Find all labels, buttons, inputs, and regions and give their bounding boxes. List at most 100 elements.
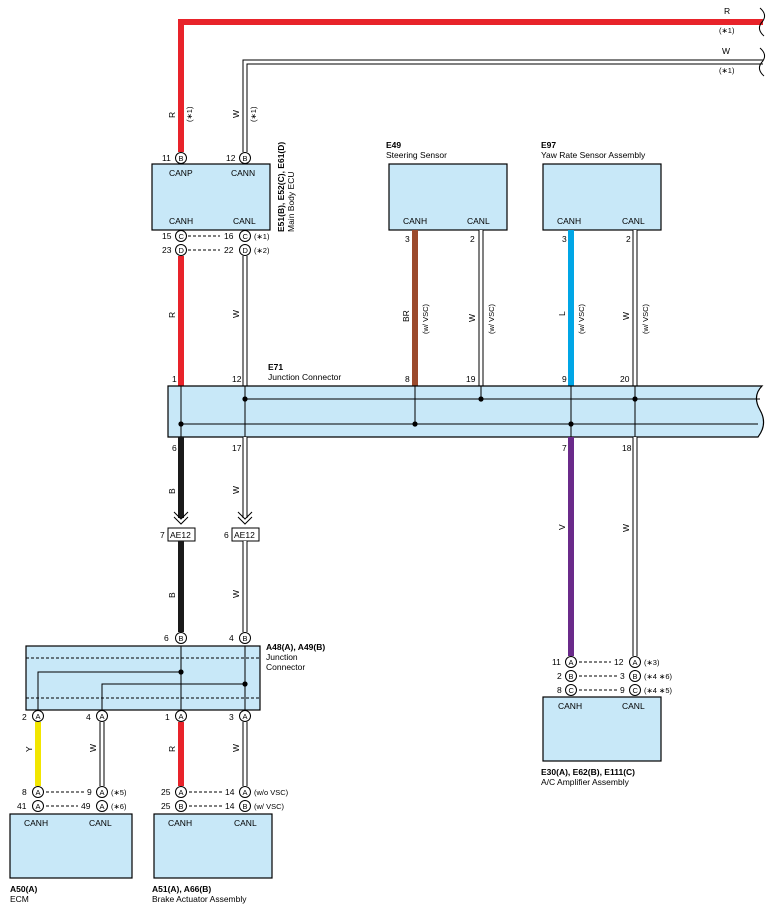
ac-pin-2: 2 <box>557 671 562 681</box>
e71-pin-19: 19 <box>466 374 476 384</box>
ecu-box <box>151 163 271 231</box>
a48-pin-4b-circle <box>96 710 108 722</box>
a48-pin-4b-letter: A <box>100 712 105 721</box>
e71-pin-6: 6 <box>172 443 177 453</box>
steering-wire-l-note: (w/ VSC) <box>487 303 496 334</box>
ac-pin-8-letter: C <box>569 686 575 695</box>
brake-pin-25a: 25 <box>161 787 171 797</box>
ecu-canl: CANL <box>233 216 256 226</box>
ecm-pin-41-letter: A <box>36 802 41 811</box>
ecu-pin-22-letter: D <box>243 246 249 255</box>
ecm-pin-9-circle <box>96 786 108 798</box>
wire-break-mark-top <box>758 7 766 37</box>
ae12-chevron-b <box>173 511 189 525</box>
yaw-wire-h-label: L <box>557 311 567 316</box>
steering-code: E49 <box>386 140 401 150</box>
a48-pin-1: 1 <box>165 712 170 722</box>
a48-pin-6-circle <box>175 632 187 644</box>
ecu-pin-11: 11 <box>162 153 171 163</box>
e71-node <box>412 421 418 427</box>
a48-pin-2-letter: A <box>36 712 41 721</box>
steering-pin-l: 2 <box>470 234 475 244</box>
a48-name-1: Junction <box>266 652 298 662</box>
brake-pin-25a-circle <box>175 786 187 798</box>
yaw-code: E97 <box>541 140 556 150</box>
steering-wire-l-label: W <box>467 314 477 322</box>
ecu-pin-16-letter: C <box>243 232 249 241</box>
e71-box <box>167 385 765 438</box>
e71-node <box>478 396 484 402</box>
a48-pin-6: 6 <box>164 633 169 643</box>
ecm-pin-8: 8 <box>22 787 27 797</box>
yaw-canl: CANL <box>622 216 645 226</box>
top-r-label: R <box>724 6 730 16</box>
brake-wire-l-label: W <box>231 744 241 752</box>
ae12-connector: 7 AE12 6 AE12 <box>160 511 260 542</box>
yaw-pin-l: 2 <box>626 234 631 244</box>
a48-bus-h <box>37 646 182 710</box>
a48-code: A48(A), A49(B) <box>266 642 325 652</box>
e71-pin-7: 7 <box>562 443 567 453</box>
brake-actuator: 25 A 14 A (w/o VSC) 25 B 14 B (w/ VSC) C… <box>152 786 289 904</box>
ecm: 8 A 9 A (∗5) 41 A 49 A (∗6) CANH CANL A5… <box>9 786 133 904</box>
brake-box <box>153 813 273 879</box>
ecu-wire-bottom-r: R <box>167 312 177 318</box>
ac-pin-9: 9 <box>620 685 625 695</box>
yaw-wire-l-label: W <box>621 312 631 320</box>
brake-pin-14b-circle <box>239 800 251 812</box>
ac-pin-2-circle <box>565 670 577 682</box>
brake-pin-25b-letter: B <box>179 802 184 811</box>
ac-wire-h-label: V <box>557 524 567 530</box>
ac-pin-3-letter: B <box>633 672 638 681</box>
ecu-pin-15-letter: C <box>179 232 185 241</box>
e71-pin-20: 20 <box>620 374 630 384</box>
ae12-wire-w-upper: W <box>231 486 241 494</box>
steering-sensor: E49 Steering Sensor CANH CANL 3 2 <box>386 140 508 244</box>
ac-pin-11-circle <box>565 656 577 668</box>
main-body-ecu: R (∗1) W (∗1) 11 B 12 B CANP CANN CANH C… <box>151 106 296 256</box>
top-white-wire <box>242 59 763 152</box>
a48-pin-4-letter: B <box>243 634 248 643</box>
ecm-pin-49-circle <box>96 800 108 812</box>
ac-canl: CANL <box>622 701 645 711</box>
ae12-wire-w-lower: W <box>231 590 241 598</box>
ecm-pin-9: 9 <box>87 787 92 797</box>
e71-name: Junction Connector <box>268 372 341 382</box>
a48-pin-4: 4 <box>229 633 234 643</box>
ecm-note-6: (∗6) <box>111 802 127 811</box>
ecm-canl: CANL <box>89 818 112 828</box>
top-w-label: W <box>722 46 730 56</box>
a48-pin-3: 3 <box>229 712 234 722</box>
ac-pin-3: 3 <box>620 671 625 681</box>
ecu-pin-22: 22 <box>224 245 234 255</box>
ac-pin-11: 11 <box>552 657 561 667</box>
ae12-pin-w: 6 <box>224 530 229 540</box>
a48-pin-3-letter: A <box>243 712 248 721</box>
ecm-note-5: (∗5) <box>111 788 127 797</box>
ecu-code: E51(B), E52(C), E61(D) <box>276 142 286 232</box>
brake-pin-14a-letter: A <box>243 788 248 797</box>
top-red-wire <box>178 19 763 152</box>
ecu-wire-r-label: R <box>167 112 177 118</box>
ecm-pin-8-letter: A <box>36 788 41 797</box>
ac-wire-l-label: W <box>621 524 631 532</box>
ecu-pin-12: 12 <box>226 153 236 163</box>
a48-bus-l <box>101 646 246 710</box>
e71-node <box>568 421 574 427</box>
ecu-pin-16: 16 <box>224 231 234 241</box>
steering-pin-h: 3 <box>405 234 410 244</box>
a48-box <box>25 645 261 711</box>
ecu-wire-r-note: (∗1) <box>185 106 194 122</box>
ecu-canp: CANP <box>169 168 193 178</box>
ecm-pin-9-letter: A <box>100 788 105 797</box>
ac-pin-8-circle <box>565 684 577 696</box>
ecu-wire-bottom-w: W <box>231 310 241 318</box>
ecm-pin-49-letter: A <box>100 802 105 811</box>
ecu-pin-23: 23 <box>162 245 172 255</box>
ac-pin-9-letter: C <box>633 686 639 695</box>
ecm-pin-41-circle <box>32 800 44 812</box>
steering-wire-h-note: (w/ VSC) <box>421 303 430 334</box>
ecm-pin-49: 49 <box>81 801 91 811</box>
brake-pin-25a-letter: A <box>179 788 184 797</box>
ae12-chevron-w <box>237 511 253 525</box>
